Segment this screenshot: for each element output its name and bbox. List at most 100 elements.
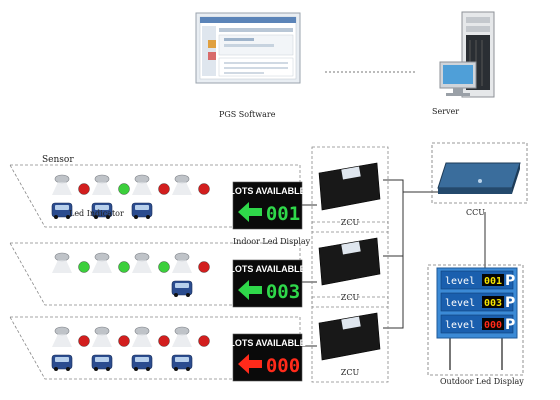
sensor-beam [92,334,112,347]
available-count: 003 [266,281,300,303]
outdoor-led-display-label: Outdoor Led Display [440,377,524,386]
zcu-box [318,237,381,286]
server-label: Server [432,107,459,116]
sensor [134,174,150,184]
sensor [54,326,70,336]
sensor-label: Sensor [42,155,74,165]
server-icon [439,11,495,98]
led-indicator [78,183,90,195]
sensor [174,326,190,336]
sensor-beam [52,182,72,195]
floor-2: LOTS AVAILABLE 003 [9,242,306,308]
arrow-left-icon [238,354,262,374]
zcu-units: ZCU ZCU ZCU [311,146,389,383]
level-label: level 1 [445,276,487,287]
parked-car [51,354,73,371]
zcu-screen [341,241,361,255]
led-indicator [158,335,170,347]
led-indicator [118,335,130,347]
ccu-label: CCU [466,208,485,217]
led-indicator [118,261,130,273]
sensor [174,252,190,262]
zcu-label: ZCU [341,293,360,302]
sensor-beam [172,334,192,347]
parking-p-icon: P [505,317,515,333]
sensor-beam [132,334,152,347]
zcu-box [318,162,381,211]
led-indicator [78,261,90,273]
connection-lines [302,71,486,347]
indoor-led-sign: LOTS AVAILABLE 000 [229,333,306,382]
sensor [94,252,110,262]
arrow-left-icon [238,202,262,222]
indoor-led-display-label: Indoor Led Display [233,237,311,246]
parked-car [91,202,113,219]
sensor-beam [132,260,152,273]
level-label: level 3 [445,320,487,331]
sensor-beam [132,182,152,195]
parking-p-icon: P [505,295,515,311]
led-indicator [158,261,170,273]
parked-car [171,280,193,297]
level-count: 001 [484,276,502,287]
sensor-beam [92,260,112,273]
sign-title: LOTS AVAILABLE [229,264,305,274]
sensor [94,174,110,184]
pgs-software-monitor [195,12,301,84]
zcu-label: ZCU [341,368,360,377]
sensor [54,252,70,262]
sensor-beam [172,182,192,195]
zcu-3: ZCU [311,296,389,383]
sensor-beam [52,260,72,273]
sensor [134,326,150,336]
sensor-beam [172,260,192,273]
sensor [94,326,110,336]
available-count: 000 [266,355,300,377]
zcu-1: ZCU [311,146,389,233]
led-indicator [198,335,210,347]
indoor-led-sign: LOTS AVAILABLE 003 [229,259,306,308]
led-indicator-label: Led Indicator [69,209,124,218]
zcu-box [318,312,381,361]
arrow-left-icon [238,280,262,300]
led-indicator [78,335,90,347]
ccu-unit [431,142,528,204]
led-indicator [198,183,210,195]
zcu1-bus-link [383,179,404,329]
sign-title: LOTS AVAILABLE [229,338,305,348]
sensor [134,252,150,262]
zcu-label: ZCU [341,218,360,227]
parked-car [91,354,113,371]
led-indicator [118,183,130,195]
parking-p-icon: P [505,273,515,289]
sensor [174,174,190,184]
floor-3: LOTS AVAILABLE 000 [9,316,306,382]
level-label: level 2 [445,298,487,309]
indoor-led-sign: LOTS AVAILABLE 001 [229,181,306,230]
sign-title: LOTS AVAILABLE [229,186,305,196]
sensor-beam [52,334,72,347]
available-count: 001 [266,203,300,225]
parked-car [171,354,193,371]
sensor [54,174,70,184]
parked-car [51,202,73,219]
zcu-screen [341,166,361,180]
pgs-software-label: PGS Software [219,110,276,119]
level-count: 003 [484,298,502,309]
led-indicator [158,183,170,195]
led-indicator [198,261,210,273]
level-count: 000 [484,320,502,331]
floor-1: LOTS AVAILABLE 001 [9,164,306,230]
parked-car [131,354,153,371]
zcu-2: ZCU [311,221,389,308]
sensor-beam [92,182,112,195]
parked-car [131,202,153,219]
zcu-screen [341,316,361,330]
